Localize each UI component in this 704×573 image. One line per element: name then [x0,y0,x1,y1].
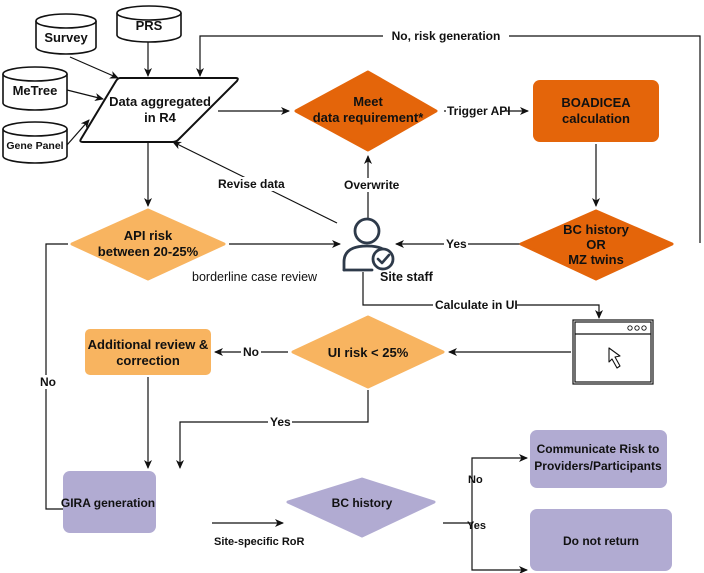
cylinder-gene-panel: Gene Panel [2,121,68,164]
label-bc-no: No [468,474,483,486]
data-aggregated-line1: Data aggregated [109,94,211,109]
node-data-aggregated: Data aggregated in R4 [79,77,239,143]
edge-survey-data [69,56,119,79]
user-check-icon [342,217,395,272]
bc-mz-line1: BC history [563,222,630,237]
label-borderline: borderline case review [192,270,318,284]
edge-bc-yes [471,523,528,573]
communicate-line1: Communicate Risk to [537,442,660,456]
meet-line2: data requirement* [313,110,424,125]
do-not-return-label: Do not return [563,534,639,548]
bc-mz-line3: MZ twins [568,252,624,267]
label-no-review: No [243,345,259,359]
node-do-not-return: Do not return [530,509,672,571]
label-site-specific: Site-specific RoR [214,536,305,548]
node-boadicea: BOADICEA calculation [533,80,659,142]
label-no-risk-generation: No, risk generation [392,29,501,43]
prs-label: PRS [136,18,163,33]
bc-mz-line2: OR [586,237,606,252]
gira-label: GIRA generation [61,496,155,510]
label-revise-data: Revise data [218,177,285,191]
boadicea-line2: calculation [562,111,630,126]
node-site-staff: Site staff [342,217,434,284]
browser-window-icon [572,319,654,385]
meet-line1: Meet [353,94,383,109]
label-bc-yes: Yes [467,520,486,532]
edge-bc-no [471,454,528,523]
site-staff-label: Site staff [380,270,434,284]
node-gira-generation: GIRA generation [61,471,156,533]
node-meet-requirement: Meet data requirement* [294,70,438,152]
edge-genepanel-data [66,119,90,146]
label-no-left: No [40,375,56,389]
review-line1: Additional review & [88,337,209,352]
cylinder-prs: PRS [116,5,182,43]
node-bc-history: BC history [286,477,436,538]
label-calculate-ui: Calculate in UI [435,298,518,312]
label-trigger-api: Trigger API [447,104,511,118]
node-additional-review: Additional review & correction [85,329,211,375]
bc-history-label: BC history [332,496,393,510]
node-bc-or-mz: BC history OR MZ twins [519,209,674,281]
label-yes-gira: Yes [270,415,291,429]
data-aggregated-line2: in R4 [144,110,177,125]
node-communicate-risk: Communicate Risk to Providers/Participan… [530,430,667,488]
cursor-icon [608,347,621,369]
api-risk-line1: API risk [124,228,173,243]
label-yes-site: Yes [446,237,467,251]
survey-label: Survey [44,30,88,45]
edge-labels: No, risk generation Trigger API Revise d… [38,29,518,548]
boadicea-line1: BOADICEA [561,95,631,110]
ui-risk-label: UI risk < 25% [328,345,409,360]
node-api-risk: API risk between 20-25% [70,208,226,281]
metree-label: MeTree [13,83,58,98]
cylinder-survey: Survey [35,13,97,55]
review-line2: correction [116,353,180,368]
edge-metree-data [66,89,104,101]
communicate-line2: Providers/Participants [534,459,662,473]
api-risk-line2: between 20-25% [98,244,199,259]
label-overwrite: Overwrite [344,178,400,192]
node-ui-risk: UI risk < 25% [291,315,445,389]
cylinder-metree: MeTree [2,66,68,111]
gene-panel-label: Gene Panel [6,140,63,152]
